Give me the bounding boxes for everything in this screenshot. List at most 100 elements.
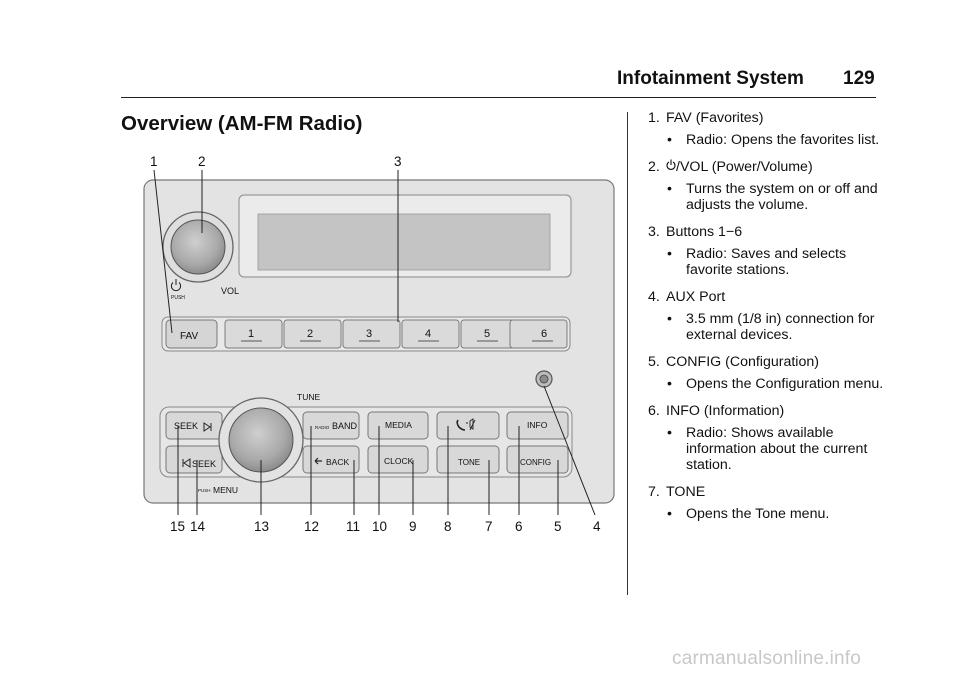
- display-screen: [257, 213, 551, 271]
- list-item-number: 1.: [648, 110, 660, 126]
- preset-button-4-label: 4: [425, 328, 431, 340]
- info-button: [506, 411, 569, 440]
- config-label: CONFIG: [520, 458, 551, 467]
- list-item: 2. /VOL (Power/Volume) • Turns the system…: [648, 159, 888, 213]
- callout-9: 9: [409, 519, 417, 534]
- list-item-bullet: Radio: Opens the favorites list.: [686, 132, 880, 148]
- clock-label: CLOCK: [384, 456, 414, 466]
- list-item: 3. Buttons 1−6 • Radio: Saves and selects …: [648, 224, 888, 278]
- list-item-number: 5.: [648, 354, 660, 370]
- callout-8: 8: [444, 519, 452, 534]
- header-rule: [121, 97, 876, 98]
- band-button: [302, 411, 360, 440]
- bullet-symbol: •: [667, 181, 672, 197]
- bullet-symbol: •: [667, 425, 672, 441]
- menu-push-label: PUSH: [198, 488, 211, 493]
- watermark: carmanualsonline.info: [672, 648, 862, 669]
- section-title: Overview (AM-FM Radio): [121, 112, 363, 135]
- radio-illustration: PUSH VOL FAV 1 2 3 4 5 6: [143, 154, 615, 534]
- tone-label: TONE: [458, 458, 480, 467]
- media-label: MEDIA: [385, 420, 412, 430]
- preset-button-4: [401, 319, 460, 349]
- list-item-bullet: Radio: Saves and selects favorite statio…: [686, 246, 847, 278]
- media-button: [367, 411, 429, 440]
- preset-button-2-label: 2: [307, 328, 313, 340]
- callout-7: 7: [485, 519, 493, 534]
- power-icon: [170, 279, 182, 292]
- seek-forward-icon: [203, 422, 211, 432]
- callout-11: 11: [346, 519, 360, 534]
- list-item-title: INFO (Information): [666, 403, 785, 419]
- preset-button-3: [342, 319, 401, 349]
- seek-back-icon: [183, 458, 191, 468]
- list-item-title: AUX Port: [666, 289, 726, 305]
- volume-knob: [170, 219, 226, 275]
- list-item-title: CONFIG (Configuration): [666, 354, 819, 370]
- callout-12: 12: [304, 519, 319, 534]
- list-item-bullet: Radio: Shows available information about…: [686, 425, 868, 473]
- back-arrow-icon: [314, 457, 322, 465]
- callout-13: 13: [254, 519, 269, 534]
- bullet-symbol: •: [667, 506, 672, 522]
- menu-label: MENU: [213, 485, 238, 495]
- preset-button-2: [283, 319, 342, 349]
- tune-label: TUNE: [297, 392, 320, 402]
- list-item-number: 4.: [648, 289, 660, 305]
- back-button: [302, 445, 360, 474]
- preset-button-1: [224, 319, 283, 349]
- phone-mute-icon: [456, 418, 476, 431]
- phone-mute-button: [436, 411, 500, 440]
- list-item: 6. INFO (Information) • Radio: Shows avail…: [648, 403, 888, 473]
- callout-4: 4: [593, 519, 601, 534]
- column-divider: [627, 112, 628, 595]
- list-item-number: 7.: [648, 484, 660, 500]
- callout-15: 15: [170, 519, 185, 534]
- list-item: 7. TONE • Opens the Tone menu.: [648, 484, 888, 522]
- fav-button-label: FAV: [180, 331, 198, 342]
- list-item-number: 6.: [648, 403, 660, 419]
- callout-6: 6: [515, 519, 523, 534]
- control-descriptions-list: 1. FAV (Favorites) • Radio: Opens the favo…: [648, 110, 888, 533]
- callout-5: 5: [554, 519, 562, 534]
- seek-forward-label: SEEK: [174, 421, 198, 431]
- list-item-title: FAV (Favorites): [666, 110, 764, 126]
- config-button: [506, 445, 569, 474]
- bullet-symbol: •: [667, 246, 672, 262]
- list-item: 4. AUX Port • 3.5 mm (1/8 in) connection f…: [648, 289, 888, 343]
- list-item-number: 2.: [648, 159, 660, 175]
- list-item-title: /VOL (Power/Volume): [676, 159, 813, 175]
- callout-2: 2: [198, 154, 206, 169]
- preset-button-6: [509, 319, 568, 349]
- bullet-symbol: •: [667, 132, 672, 148]
- list-item-bullet: 3.5 mm (1/8 in) connection for external …: [686, 311, 875, 343]
- preset-button-5-label: 5: [484, 328, 490, 340]
- tone-button: [436, 445, 500, 474]
- seek-back-button: [165, 445, 223, 474]
- list-item: 5. CONFIG (Configuration) • Opens the Conf…: [648, 354, 888, 392]
- band-label: BAND: [332, 421, 358, 431]
- preset-button-1-label: 1: [248, 328, 254, 340]
- power-push-label: PUSH: [171, 295, 185, 301]
- list-item-title: Buttons 1−6: [666, 224, 743, 240]
- callout-10: 10: [372, 519, 387, 534]
- list-item-title: TONE: [666, 484, 706, 500]
- bullet-symbol: •: [667, 376, 672, 392]
- preset-button-3-label: 3: [366, 328, 372, 340]
- page-number: 129: [843, 68, 875, 89]
- list-item-bullet: Opens the Configuration menu.: [686, 376, 884, 392]
- preset-button-6-label: 6: [541, 328, 547, 340]
- bullet-symbol: •: [667, 311, 672, 327]
- power-icon: [666, 159, 676, 170]
- radio-small-label: RADIO: [315, 425, 330, 430]
- callout-leaders: [153, 169, 596, 516]
- vol-label: VOL: [221, 286, 239, 296]
- seek-back-label: SEEK: [192, 459, 216, 469]
- fav-button: [165, 319, 218, 349]
- preset-buttons-group: FAV 1 2 3 4 5 6: [165, 319, 568, 349]
- running-header-title: Infotainment System: [617, 68, 804, 89]
- list-item-bullet: Turns the system on or off and adjusts t…: [686, 181, 878, 213]
- list-item-number: 3.: [648, 224, 660, 240]
- list-item: 1. FAV (Favorites) • Radio: Opens the favo…: [648, 110, 888, 148]
- callout-14: 14: [190, 519, 206, 534]
- list-item-bullet: Opens the Tone menu.: [686, 506, 830, 522]
